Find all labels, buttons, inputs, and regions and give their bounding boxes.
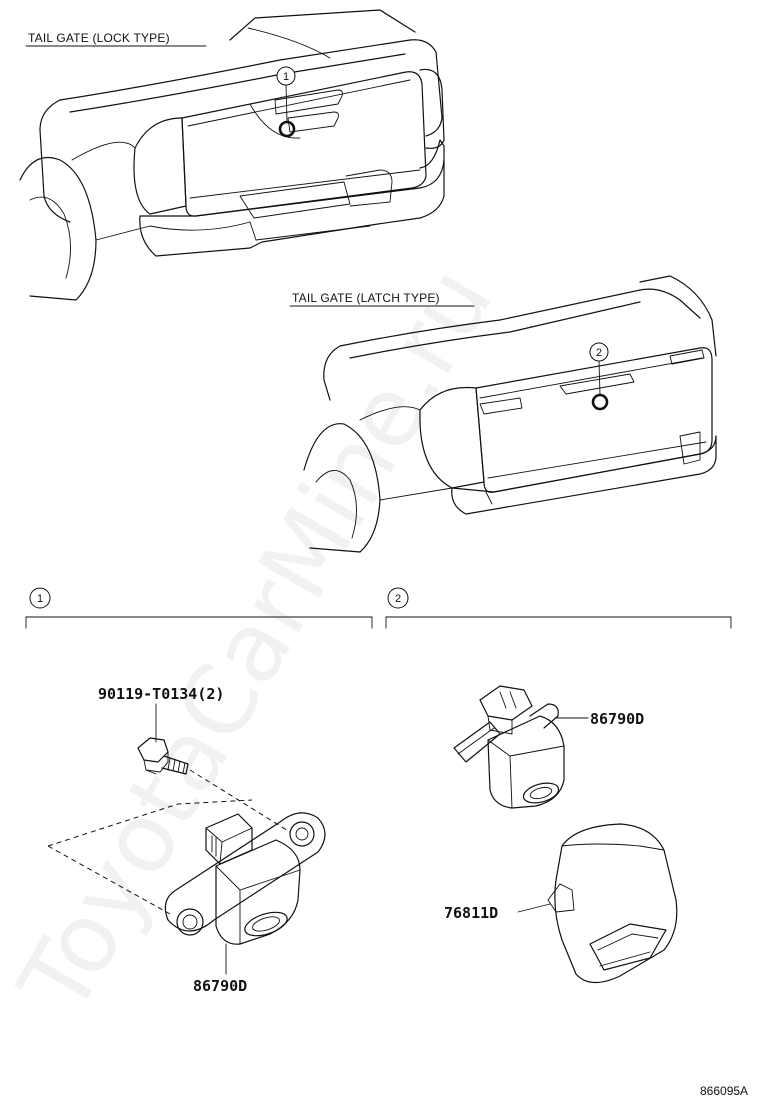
camera-lock-type-part-number: 86790D <box>193 977 247 995</box>
latch-type-title: TAIL GATE (LATCH TYPE) <box>292 291 440 305</box>
callout-2-top: 2 <box>589 342 609 396</box>
camera-cover-latch-type: 76811D <box>444 823 678 984</box>
watermark: ToyotaCarMine.ru <box>0 249 514 1032</box>
lock-type-title: TAIL GATE (LOCK TYPE) <box>28 31 170 45</box>
svg-text:1: 1 <box>283 71 289 83</box>
camera-cover-part-number: 76811D <box>444 904 498 922</box>
callout-1-top: 1 <box>276 66 296 123</box>
bolt-part-number: 90119-T0134(2) <box>98 685 224 703</box>
svg-text:2: 2 <box>596 347 602 359</box>
lock-type-truck-illustration <box>19 9 445 301</box>
camera-latch-type: 86790D <box>453 685 644 809</box>
svg-text:1: 1 <box>37 593 43 605</box>
camera-latch-type-part-number: 86790D <box>590 710 644 728</box>
detail-section-2-header: 2 <box>385 587 732 629</box>
lock-type-view: TAIL GATE (LOCK TYPE) <box>19 9 445 301</box>
svg-text:2: 2 <box>395 593 401 605</box>
camera-location-marker <box>278 120 296 138</box>
latch-type-view: TAIL GATE (LATCH TYPE) <box>289 275 717 553</box>
latch-type-truck-illustration <box>303 275 717 553</box>
bolt-part: 90119-T0134(2) <box>98 685 224 775</box>
diagram-code: 866095A <box>700 1084 748 1098</box>
detail-section-1-header: 1 <box>25 587 373 629</box>
camera-location-marker-latch <box>591 393 609 411</box>
camera-lock-type: 86790D <box>47 769 326 995</box>
